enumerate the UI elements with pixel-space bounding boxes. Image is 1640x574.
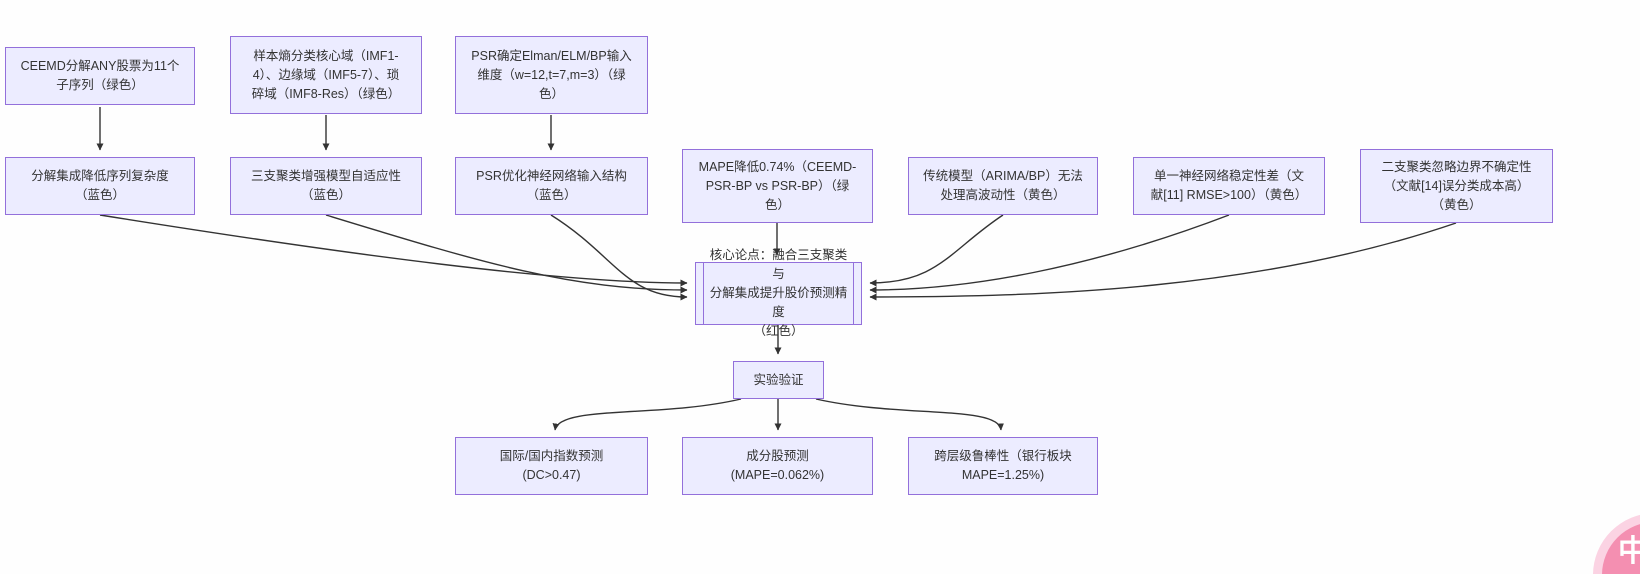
- edge-psrstruct-to-core: [550, 214, 688, 301]
- edge-complexity-to-core: [99, 214, 688, 287]
- node-experiment-validation: 实验验证: [733, 361, 824, 399]
- edge-threeway-to-core: [325, 214, 688, 294]
- translate-badge-label: 中A: [1618, 535, 1640, 568]
- node-component-prediction: 成分股预测 (MAPE=0.062%): [682, 437, 873, 495]
- node-index-prediction: 国际/国内指数预测 (DC>0.47): [455, 437, 648, 495]
- translate-badge[interactable]: 中A: [1593, 513, 1640, 574]
- edge-traditional-to-core: [869, 214, 1004, 287]
- translate-badge-icon: 中A: [1602, 522, 1640, 574]
- node-traditional-limit: 传统模型（ARIMA/BP）无法 处理高波动性（黄色）: [908, 157, 1098, 215]
- edge-singlenn-to-core: [869, 214, 1230, 294]
- edge-twoway-to-core: [869, 222, 1457, 301]
- node-ceemd-decompose: CEEMD分解ANY股票为11个 子序列（绿色）: [5, 47, 195, 105]
- node-psr-structure: PSR优化神经网络输入结构 （蓝色）: [455, 157, 648, 215]
- node-mape-improvement: MAPE降低0.74%（CEEMD- PSR-BP vs PSR-BP）（绿 色…: [682, 149, 873, 223]
- node-two-way-limit: 二支聚类忽略边界不确定性 （文献[14]误分类成本高） （黄色）: [1360, 149, 1553, 223]
- edge-experiment-to-robust: [815, 398, 1004, 431]
- edge-experiment-to-index: [552, 398, 742, 431]
- node-three-way-adaptive: 三支聚类增强模型自适应性 （蓝色）: [230, 157, 422, 215]
- node-sample-entropy: 样本熵分类核心域（IMF1- 4）、边缘域（IMF5-7）、琐 碎域（IMF8-…: [230, 36, 422, 114]
- node-cross-level-robust: 跨层级鲁棒性（银行板块 MAPE=1.25%): [908, 437, 1098, 495]
- node-decompose-complexity: 分解集成降低序列复杂度 （蓝色）: [5, 157, 195, 215]
- node-psr-dimension: PSR确定Elman/ELM/BP输入 维度（w=12,t=7,m=3）（绿 色…: [455, 36, 648, 114]
- node-core-thesis: 核心论点：融合三支聚类与 分解集成提升股价预测精度 （红色）: [695, 248, 862, 338]
- node-single-nn-unstable: 单一神经网络稳定性差（文 献[11] RMSE>100）（黄色）: [1133, 157, 1325, 215]
